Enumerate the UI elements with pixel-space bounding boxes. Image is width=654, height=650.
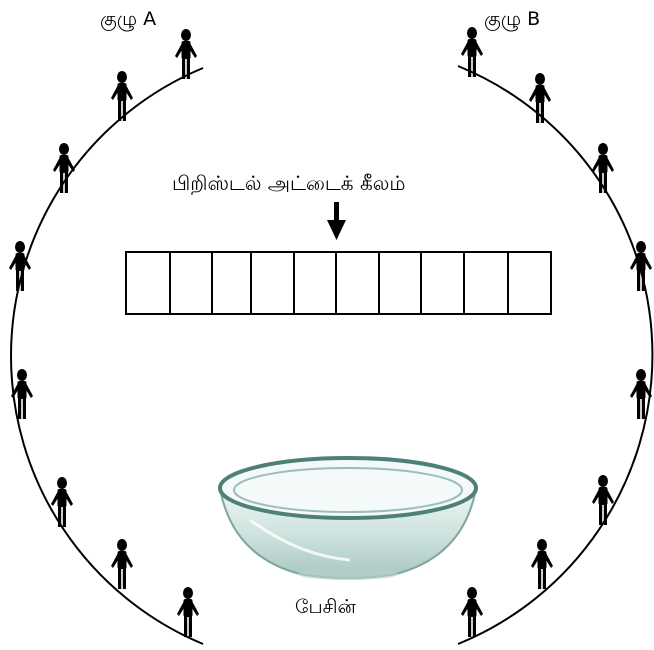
person-icon [630,369,652,419]
group-a-label: குழு A [100,8,157,30]
basin-label: பேசின் [295,596,356,618]
person-icon [53,143,75,193]
left-circle-arc [10,67,204,645]
right-circle-arc [457,65,654,645]
person-icon [592,475,614,525]
person-icon [531,539,553,589]
person-icon [111,539,133,589]
person-icon [177,587,199,637]
bristol-board-strip [125,251,552,315]
person-icon [111,71,133,121]
group-b-label: குழு B [484,8,541,30]
person-icon [51,477,73,527]
down-arrow-icon [327,202,346,240]
glass-basin-icon [218,456,478,580]
person-icon [461,587,483,637]
person-icon [11,369,33,419]
strip-label: பிறிஸ்டல் அட்டைக் கீலம் [172,171,406,195]
